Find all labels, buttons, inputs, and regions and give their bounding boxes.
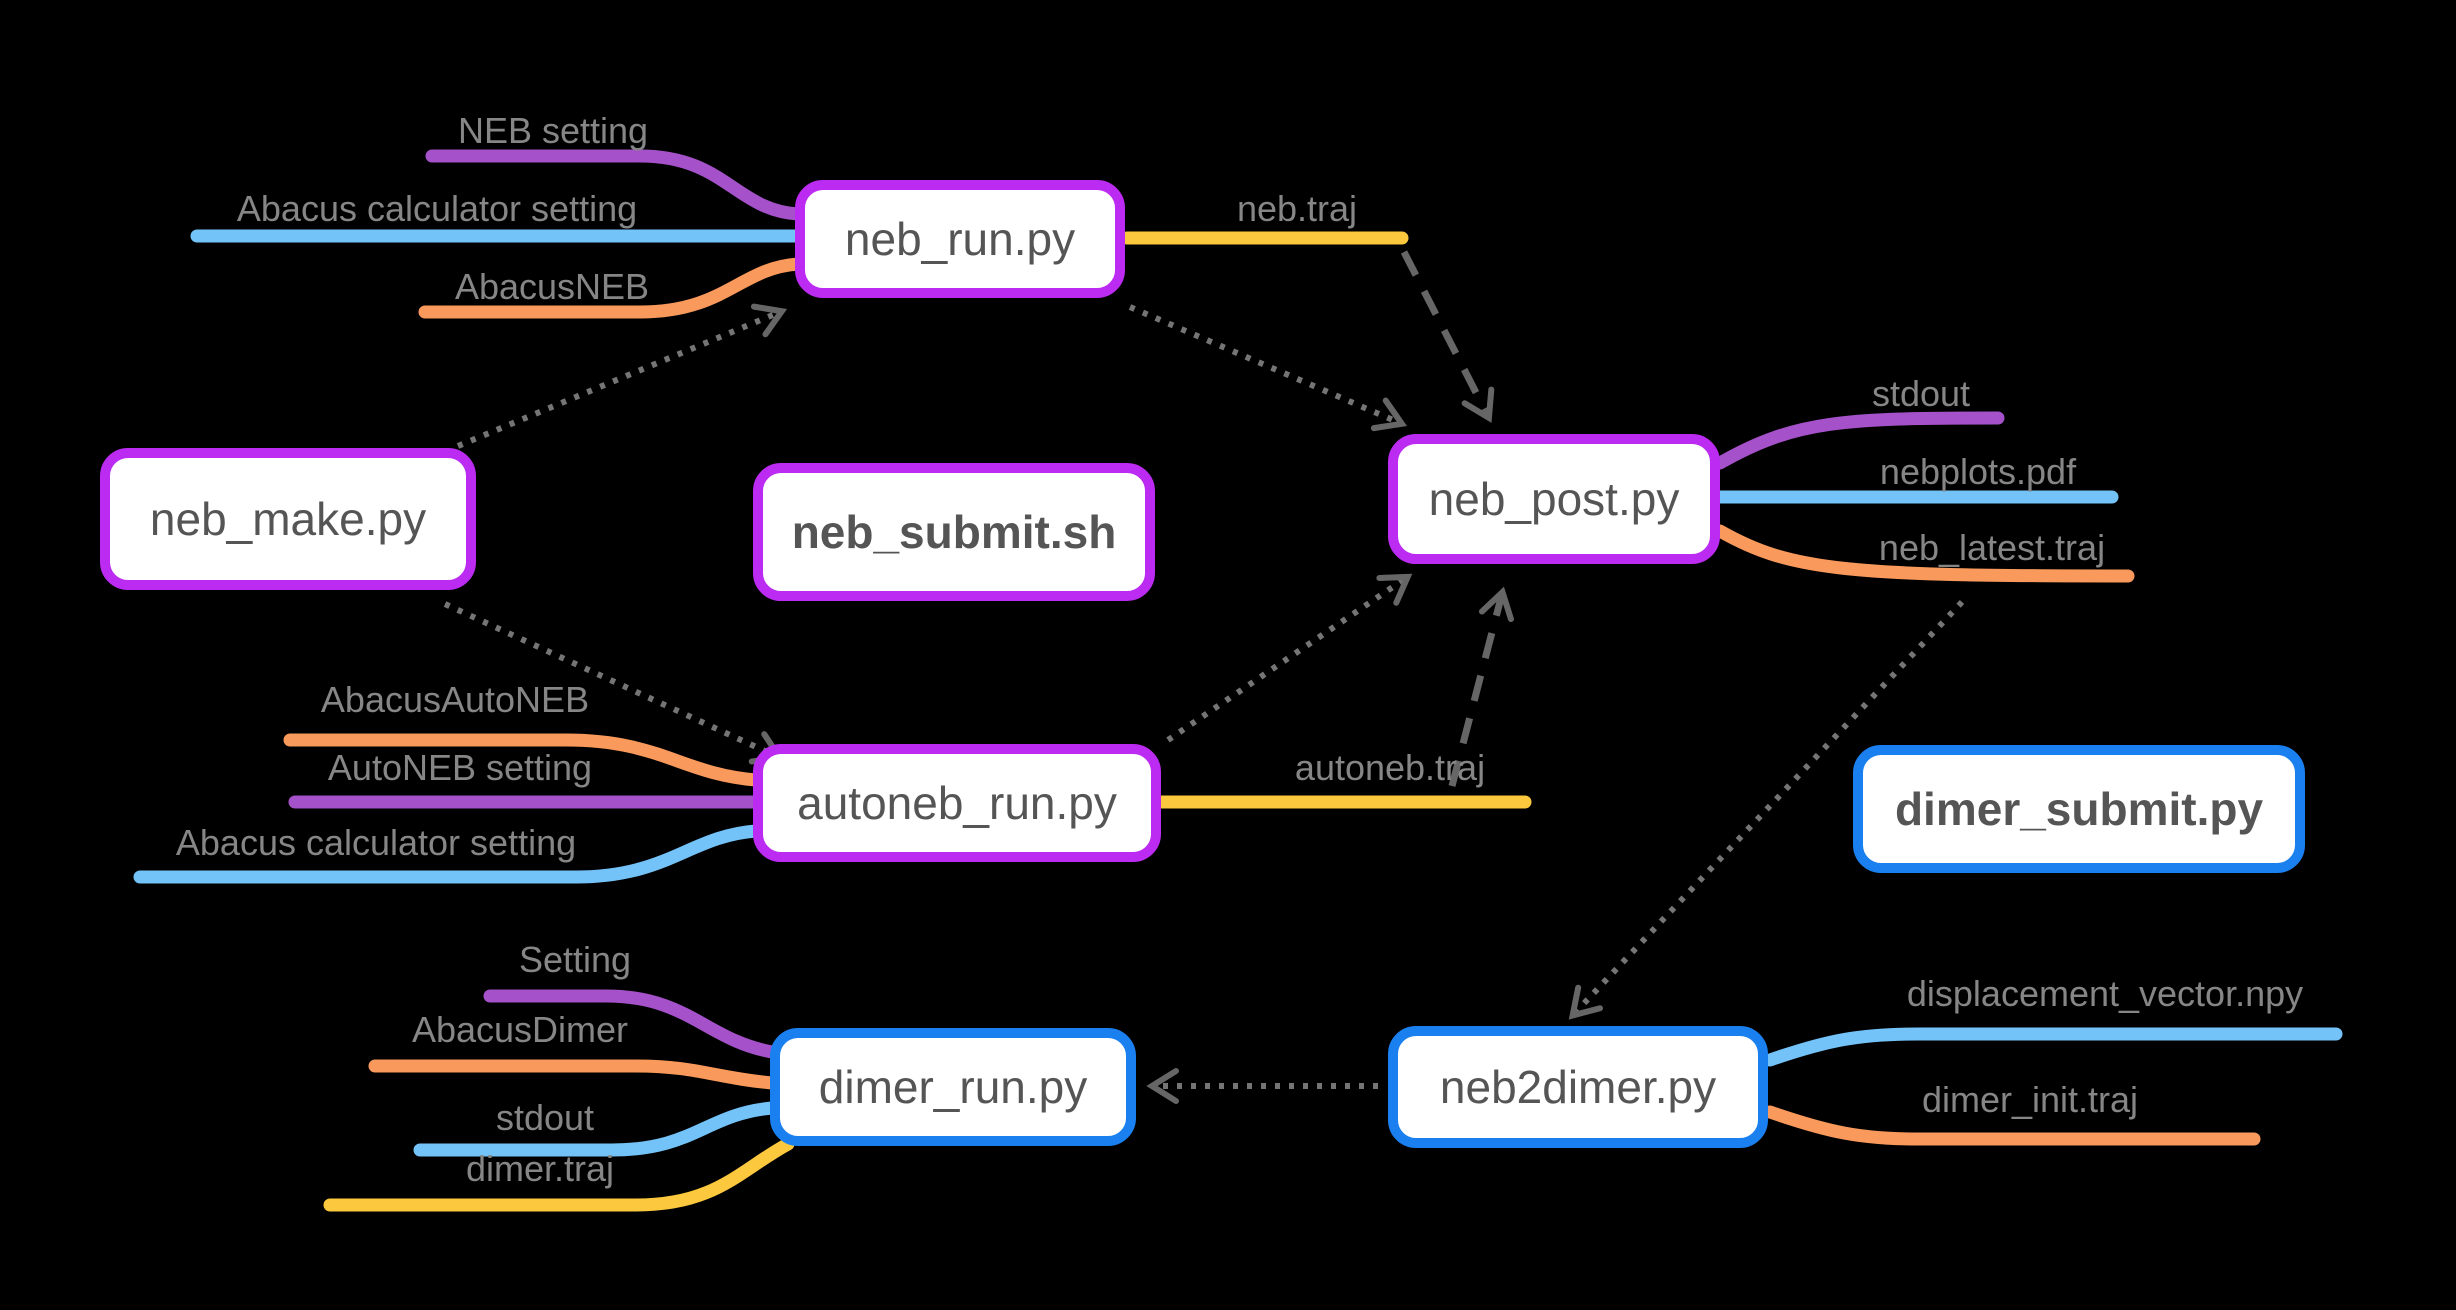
edge-neb-latest-traj-line: [1713, 524, 2135, 583]
node-neb-submit-label: neb_submit.sh: [791, 506, 1117, 558]
node-neb-make-label: neb_make.py: [149, 493, 427, 545]
node-autoneb-run-label: autoneb_run.py: [797, 777, 1117, 829]
label-nebplots-pdf: nebplots.pdf: [1879, 451, 2077, 492]
dep-neb-run-to-neb-post: [1128, 304, 1408, 432]
label-abacus-calculator-setting-top: Abacus calculator setting: [236, 188, 638, 229]
edge-abacus-autoneb-line: [283, 733, 763, 787]
flow-neb-traj-to-neb-post: [1400, 250, 1495, 423]
edge-setting-line: [483, 989, 779, 1059]
node-neb2dimer: neb2dimer.py: [1388, 1026, 1768, 1148]
edge-stdout-bottom-line: [413, 1101, 779, 1157]
node-dimer-submit-label: dimer_submit.py: [1894, 783, 2264, 835]
edge-abacusneb-line: [418, 257, 805, 319]
edge-displacement-vector-line: [1763, 1027, 2343, 1067]
label-neb-setting: NEB setting: [457, 110, 649, 151]
label-abacus-autoneb: AbacusAutoNEB: [320, 679, 590, 720]
node-neb-make: neb_make.py: [100, 448, 476, 590]
node-dimer-submit: dimer_submit.py: [1853, 745, 2305, 873]
label-dimer-traj: dimer.traj: [465, 1148, 615, 1189]
flow-autoneb-traj-to-neb-post: [1448, 586, 1514, 787]
dep-autoneb-run-to-neb-post: [1166, 573, 1413, 743]
label-stdout-top: stdout: [1871, 373, 1971, 414]
edge-dimer-init-traj-line: [1763, 1105, 2261, 1146]
label-autoneb-traj: autoneb.traj: [1294, 747, 1486, 788]
node-neb-submit: neb_submit.sh: [753, 463, 1155, 601]
label-autoneb-setting: AutoNEB setting: [327, 747, 593, 788]
edge-abacus-calc-setting-mid-line: [133, 824, 763, 884]
label-displacement-vector-npy: displacement_vector.npy: [1906, 973, 2304, 1014]
node-neb-run-label: neb_run.py: [844, 213, 1076, 265]
edge-dimer-traj-line: [323, 1137, 795, 1212]
edge-stdout-top-line: [1713, 411, 2005, 470]
label-neb-traj: neb.traj: [1236, 188, 1358, 229]
label-neb-latest-traj: neb_latest.traj: [1878, 527, 2106, 568]
node-neb-post: neb_post.py: [1388, 434, 1720, 564]
label-setting: Setting: [518, 939, 632, 980]
label-dimer-init-traj: dimer_init.traj: [1921, 1079, 2139, 1120]
label-abacus-calculator-setting-mid: Abacus calculator setting: [175, 822, 577, 863]
node-autoneb-run: autoneb_run.py: [753, 744, 1161, 862]
dep-neb-make-to-neb-run: [456, 303, 788, 449]
label-stdout-bottom: stdout: [495, 1097, 595, 1138]
node-neb2dimer-label: neb2dimer.py: [1439, 1061, 1717, 1113]
edge-neb-setting-line: [425, 149, 805, 221]
label-abacusneb: AbacusNEB: [454, 266, 650, 307]
node-dimer-run-label: dimer_run.py: [818, 1061, 1088, 1113]
dep-neb-make-to-autoneb-run: [443, 601, 785, 765]
node-dimer-run: dimer_run.py: [770, 1028, 1136, 1146]
label-abacusdimer: AbacusDimer: [411, 1009, 629, 1050]
edge-abacusdimer-line: [368, 1059, 779, 1090]
node-neb-run: neb_run.py: [795, 180, 1125, 298]
node-neb-post-label: neb_post.py: [1428, 473, 1680, 525]
dep-neb-latest-to-neb2dimer: [1568, 599, 1965, 1020]
